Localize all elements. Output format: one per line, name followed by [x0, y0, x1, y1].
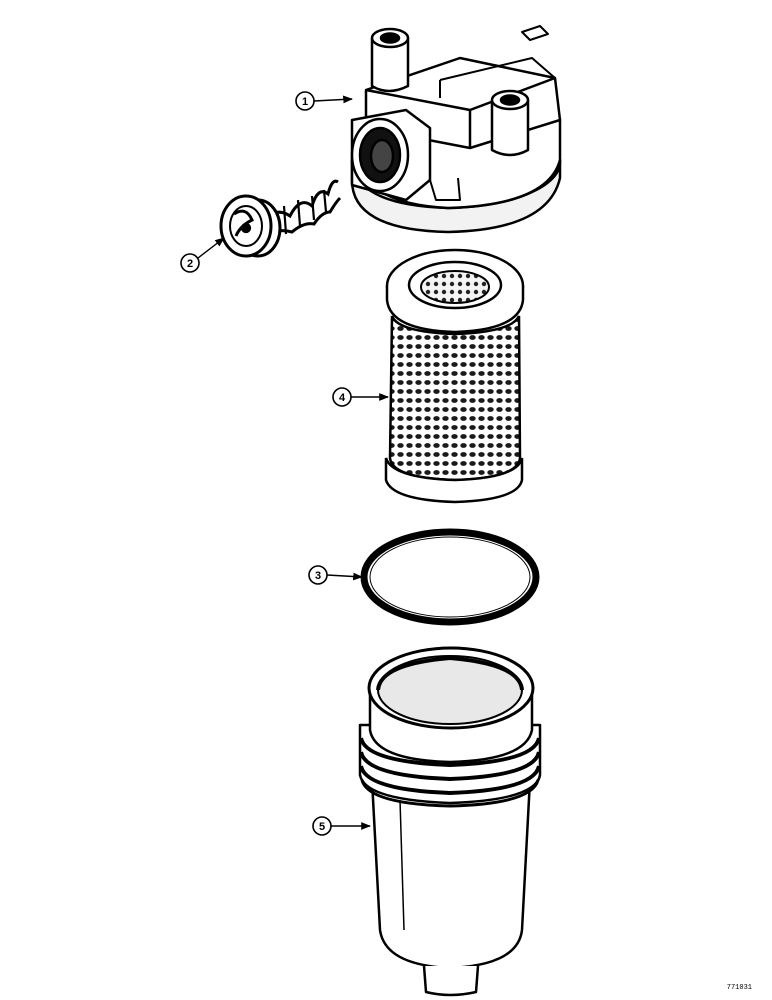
figure-id: 771031: [727, 984, 752, 992]
callout-3-label: 3: [315, 570, 321, 582]
relief-valve-part: [219, 179, 342, 258]
callout-4-label: 4: [339, 392, 346, 404]
callout-2-label: 2: [187, 258, 193, 270]
callout-1-label: 1: [302, 96, 308, 108]
callout-5-label: 5: [319, 821, 325, 833]
filter-element-part: [384, 248, 525, 504]
callout-5: 5: [312, 816, 371, 836]
callout-1: 1: [295, 91, 353, 111]
callout-4: 4: [332, 387, 389, 407]
filter-bowl-part: [358, 646, 542, 997]
callout-2: 2: [180, 237, 225, 273]
o-ring-part: [360, 528, 540, 626]
callout-3: 3: [308, 565, 363, 585]
filter-head-part: [350, 25, 562, 234]
